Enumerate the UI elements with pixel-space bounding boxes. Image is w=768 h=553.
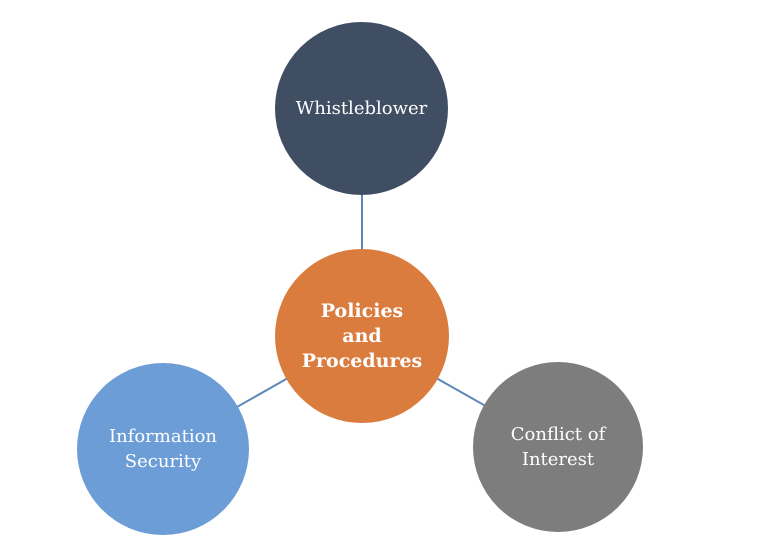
node-whistleblower-label: Whistleblower (295, 98, 428, 119)
node-policies-and-procedures-label: Policies and Procedures (301, 299, 423, 372)
node-whistleblower: Whistleblower (275, 22, 448, 195)
node-information-security-label: Information Security (108, 426, 218, 472)
node-conflict-of-interest: Conflict of Interest (473, 362, 643, 532)
node-conflict-of-interest-label: Conflict of Interest (510, 424, 606, 470)
node-information-security: Information Security (77, 363, 249, 535)
node-policies-and-procedures: Policies and Procedures (275, 249, 449, 423)
